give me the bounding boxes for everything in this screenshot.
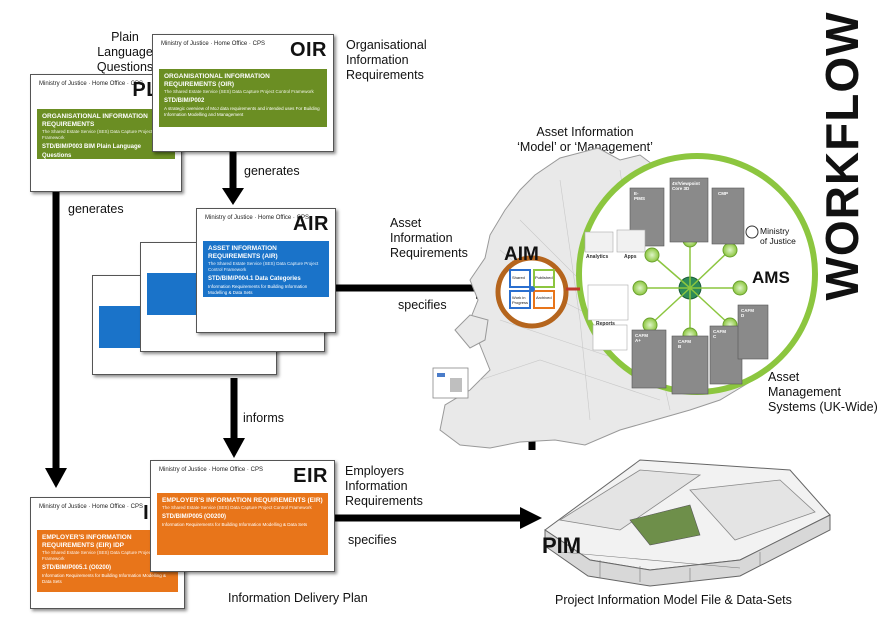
idp-logos: Ministry of Justice · Home Office · CPS <box>39 504 143 510</box>
generates-label-2: generates <box>68 202 124 216</box>
oir-logos: Ministry of Justice · Home Office · CPS <box>161 41 265 47</box>
ams-label: AMS <box>752 268 790 287</box>
oir-band: ORGANISATIONAL INFORMATION REQUIREMENTS … <box>159 69 327 127</box>
arrow-air-to-eir <box>223 378 245 458</box>
air-band: ASSET INFORMATION REQUIREMENTS (AIR) The… <box>203 241 329 297</box>
eir-logos: Ministry of Justice · Home Office · CPS <box>159 467 263 473</box>
generates-label-1: generates <box>244 164 300 178</box>
air-logos: Ministry of Justice · Home Office · CPS <box>205 215 309 221</box>
air-document: Ministry of Justice · Home Office · CPS … <box>196 208 336 333</box>
arrow-eir-to-pim <box>335 507 542 529</box>
arrow-oir-to-air <box>222 152 244 205</box>
aim-circle <box>495 255 569 329</box>
eir-document: Ministry of Justice · Home Office · CPS … <box>150 460 335 572</box>
idp-caption: Information Delivery Plan <box>228 591 368 605</box>
oir-code: OIR <box>289 39 327 61</box>
eir-band: EMPLOYER'S INFORMATION REQUIREMENTS (EIR… <box>157 493 328 555</box>
specifies-label-2: specifies <box>348 533 397 547</box>
arrow-plq-to-idp <box>45 190 67 488</box>
eir-code: EIR <box>293 465 328 487</box>
aim-label: AIM <box>504 244 539 265</box>
air-code: AIR <box>293 213 329 235</box>
specifies-label-1: specifies <box>398 298 447 312</box>
ams-circle <box>576 153 818 395</box>
pim-caption: Project Information Model File & Data-Se… <box>555 593 792 607</box>
pim-building <box>544 459 831 587</box>
informs-label: informs <box>243 411 284 425</box>
aim-caption: Asset Information‘Model’ or ‘Management’ <box>517 125 653 154</box>
oir-document: Ministry of Justice · Home Office · CPS … <box>152 34 334 152</box>
pim-label: PIM <box>542 533 582 558</box>
plq-logos: Ministry of Justice · Home Office · CPS <box>39 81 143 87</box>
